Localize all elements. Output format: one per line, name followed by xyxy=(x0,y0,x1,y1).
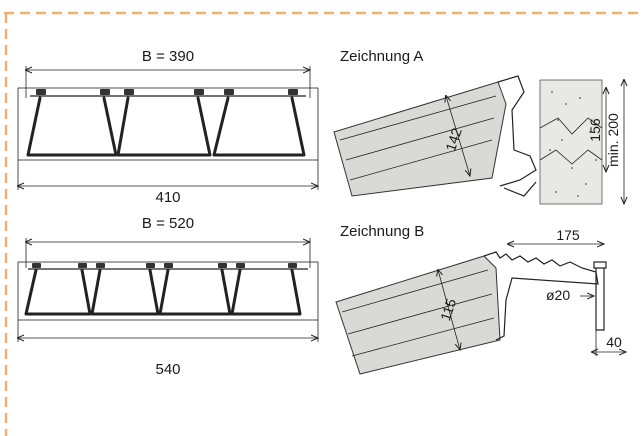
width-label-390: B = 390 xyxy=(142,48,194,65)
dim-142-line xyxy=(446,96,470,176)
dim-diameter: ø20 xyxy=(546,287,570,303)
dim-min200: min. 200 xyxy=(605,113,621,167)
hook-a xyxy=(503,181,537,197)
concrete-wall xyxy=(539,79,603,205)
dim-142: 142 xyxy=(442,126,465,153)
nose-profile-b xyxy=(483,251,599,341)
grating-section-390: B = 390 410 xyxy=(18,48,318,206)
width-label-520: B = 520 xyxy=(142,215,194,232)
bolt-head xyxy=(593,261,607,269)
profile-3 xyxy=(158,268,232,316)
profile-3 xyxy=(212,96,306,157)
step-notch xyxy=(539,117,603,135)
drawing-a-title: Zeichnung A xyxy=(340,48,423,65)
dim-175: 175 xyxy=(556,227,580,243)
tread-line xyxy=(341,269,489,313)
profile-2 xyxy=(116,96,212,157)
outer-box-410 xyxy=(17,87,319,161)
tread-line xyxy=(351,317,495,357)
nose-profile-a xyxy=(497,75,537,187)
profile-1 xyxy=(24,268,92,316)
dashed-frame xyxy=(4,11,638,436)
bolt-shank xyxy=(595,268,605,331)
step-notch xyxy=(539,149,603,165)
grating-section-520: B = 520 540 xyxy=(18,215,318,378)
drawing-b: Zeichnung B 175 ø20 115 40 xyxy=(335,223,626,375)
dim-115-line xyxy=(438,270,460,350)
outer-box-540 xyxy=(17,261,319,321)
dim-115: 115 xyxy=(437,296,459,322)
overall-label-410: 410 xyxy=(155,189,180,206)
profile-2 xyxy=(90,268,160,316)
drawing-a: Zeichnung A 142 156 min. 200 xyxy=(333,48,624,205)
tread-line xyxy=(347,293,493,335)
dim-40: 40 xyxy=(606,334,622,350)
dim-156: 156 xyxy=(587,118,603,142)
profile-1 xyxy=(26,96,118,157)
drawing-b-title: Zeichnung B xyxy=(340,223,424,240)
profile-4 xyxy=(230,268,302,316)
overall-label-540: 540 xyxy=(155,361,180,378)
